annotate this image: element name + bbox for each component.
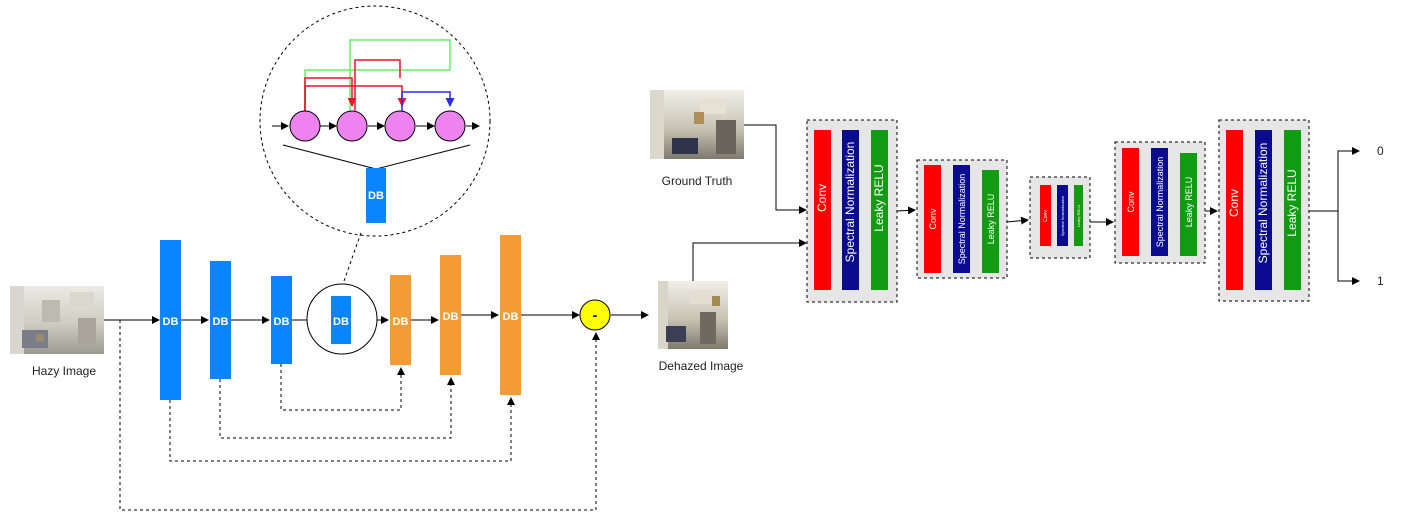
- hazy-image: [10, 286, 104, 354]
- skip-connection-blue: [401, 91, 455, 113]
- dense-node-1: [289, 110, 321, 142]
- disc-stage-1-spectral-norm-label: Spectral Normalization: [843, 142, 857, 263]
- zoomed-db-label: DB: [368, 190, 384, 202]
- output-label-0: 0: [1377, 144, 1384, 158]
- disc-stage-5-spectral-norm: [1255, 130, 1272, 290]
- disc-stage-4-conv: [1122, 148, 1139, 256]
- dense-skip-connections: [304, 39, 455, 113]
- db-block-6: [500, 235, 521, 395]
- disc-stage-1-leaky-relu: [871, 130, 888, 290]
- db-block-4: [390, 275, 411, 365]
- dehazed-image-label: Dehazed Image: [659, 359, 744, 373]
- db-block-2: [210, 261, 231, 379]
- disc-stage-1-conv-label: Conv: [815, 184, 829, 212]
- disc-stage-5-conv-label: Conv: [1227, 189, 1241, 217]
- disc-stage-2-conv-label: Conv: [928, 208, 938, 230]
- subtract-symbol: -: [593, 307, 598, 323]
- dense-block-zoom-circle: [259, 5, 491, 237]
- disc-stage-5-leaky-relu-label: Leaky RELU: [1285, 169, 1299, 236]
- disc-stage-5-spectral-norm-label: Spectral Normalization: [1256, 143, 1270, 264]
- disc-stage-2-spectral-norm-label: Spectral Normalization: [957, 174, 967, 265]
- db-block-5-label: DB: [443, 311, 459, 323]
- dehazed-image: [658, 281, 728, 349]
- dense-node-4: [434, 110, 466, 142]
- db-block-4-label: DB: [393, 316, 409, 328]
- disc-stage-5-conv: [1226, 130, 1243, 290]
- ground-truth-label: Ground Truth: [662, 174, 733, 188]
- skip-connection-green: [304, 39, 451, 113]
- disc-stage-1-spectral-norm: [842, 130, 859, 290]
- disc-stage-3-spectral-norm: [1057, 185, 1068, 246]
- disc-stage-1-conv: [814, 130, 831, 290]
- db-block-6-label: DB: [503, 311, 519, 323]
- disc-stage-3-spectral-norm-label: Spectral Normalization: [1060, 196, 1065, 236]
- db-block-2-label: DB: [213, 316, 229, 328]
- disc-stage-4-leaky-relu-label: Leaky RELU: [1184, 177, 1194, 228]
- disc-stage-2-leaky-relu-label: Leaky RELU: [986, 194, 996, 245]
- disc-stage-1-leaky-relu-label: Leaky RELU: [872, 164, 886, 231]
- zoomed-db-block: [366, 168, 386, 223]
- dense-node-3: [384, 110, 416, 142]
- hazy-image-label: Hazy Image: [32, 364, 96, 378]
- disc-stage-3-leaky-relu-label: Leaky RELU: [1076, 205, 1081, 228]
- funnel-line-left: [282, 144, 377, 170]
- disc-stage-4-conv-label: Conv: [1126, 191, 1136, 213]
- output-label-1: 1: [1377, 274, 1384, 288]
- db-block-5: [440, 255, 461, 375]
- db-block-3-label: DB: [274, 316, 290, 328]
- disc-stage-2-spectral-norm: [953, 165, 970, 273]
- disc-stage-4-spectral-norm-label: Spectral Normalization: [1155, 157, 1165, 248]
- db-block-bottleneck-label: DB: [333, 316, 349, 328]
- disc-stage-3-conv: [1040, 185, 1051, 246]
- disc-stage-5-leaky-relu: [1284, 130, 1301, 290]
- db-block-1-label: DB: [163, 316, 179, 328]
- disc-stage-4-leaky-relu: [1180, 153, 1197, 256]
- subtract-node: [579, 299, 611, 331]
- db-block-1: [160, 240, 181, 400]
- disc-stage-3-leaky-relu: [1074, 185, 1083, 246]
- disc-stage-2-leaky-relu: [982, 170, 999, 273]
- dense-node-2: [336, 110, 368, 142]
- zoom-connector-line: [343, 229, 363, 282]
- encoder-decoder-skip-connections: [119, 320, 600, 511]
- skip-connection-red-3: [354, 59, 401, 113]
- ground-truth-image: [650, 90, 744, 159]
- disc-stage-4-spectral-norm: [1151, 148, 1168, 256]
- disc-stage-2-conv: [924, 165, 941, 273]
- db-block-bottleneck: [331, 296, 351, 344]
- db-block-3: [271, 276, 292, 364]
- funnel-line-right: [375, 144, 471, 170]
- disc-stage-3-conv-label: Conv: [1043, 210, 1049, 222]
